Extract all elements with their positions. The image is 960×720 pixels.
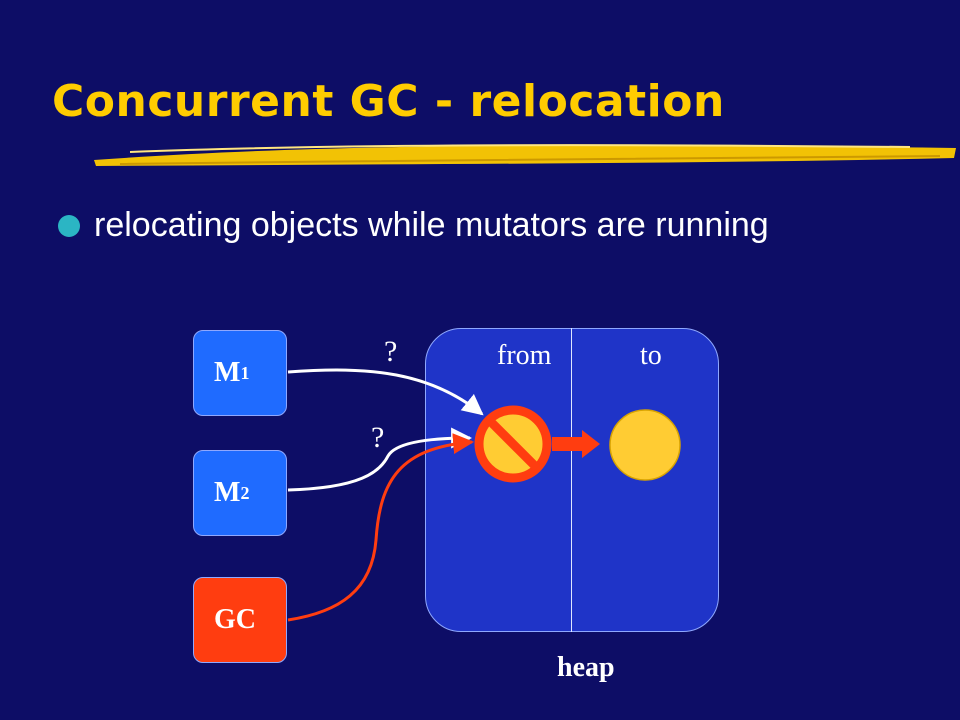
- bullet-text: relocating objects while mutators are ru…: [94, 206, 769, 244]
- heap-divider: [571, 328, 572, 632]
- bullet-item: relocating objects while mutators are ru…: [58, 206, 769, 245]
- forbidden-icon: [474, 405, 552, 483]
- to-space-label: to: [640, 340, 662, 371]
- gc-reference-arrow: [287, 433, 475, 622]
- bullet-dot-icon: [58, 214, 80, 237]
- copy-arrow: [552, 430, 600, 458]
- slide-title: Concurrent GC - relocation: [52, 76, 725, 127]
- m1-reference-arrow: [287, 368, 484, 416]
- mutator-1-subscript: 1: [240, 362, 250, 383]
- heap-region: [425, 328, 719, 632]
- question-mark-1: ?: [384, 335, 398, 368]
- m2-reference-arrow: [287, 427, 473, 492]
- title-underline-brush: [94, 144, 956, 166]
- from-space-label: from: [497, 340, 552, 371]
- gc-box: GC: [193, 577, 287, 663]
- question-mark-2: ?: [371, 421, 385, 454]
- mutator-2-subscript: 2: [240, 482, 250, 503]
- heap-label: heap: [557, 652, 615, 683]
- mutator-2-label: M: [214, 477, 241, 508]
- relocated-object: [609, 409, 681, 481]
- gc-label: GC: [214, 604, 256, 635]
- mutator-1-label: M: [214, 357, 241, 388]
